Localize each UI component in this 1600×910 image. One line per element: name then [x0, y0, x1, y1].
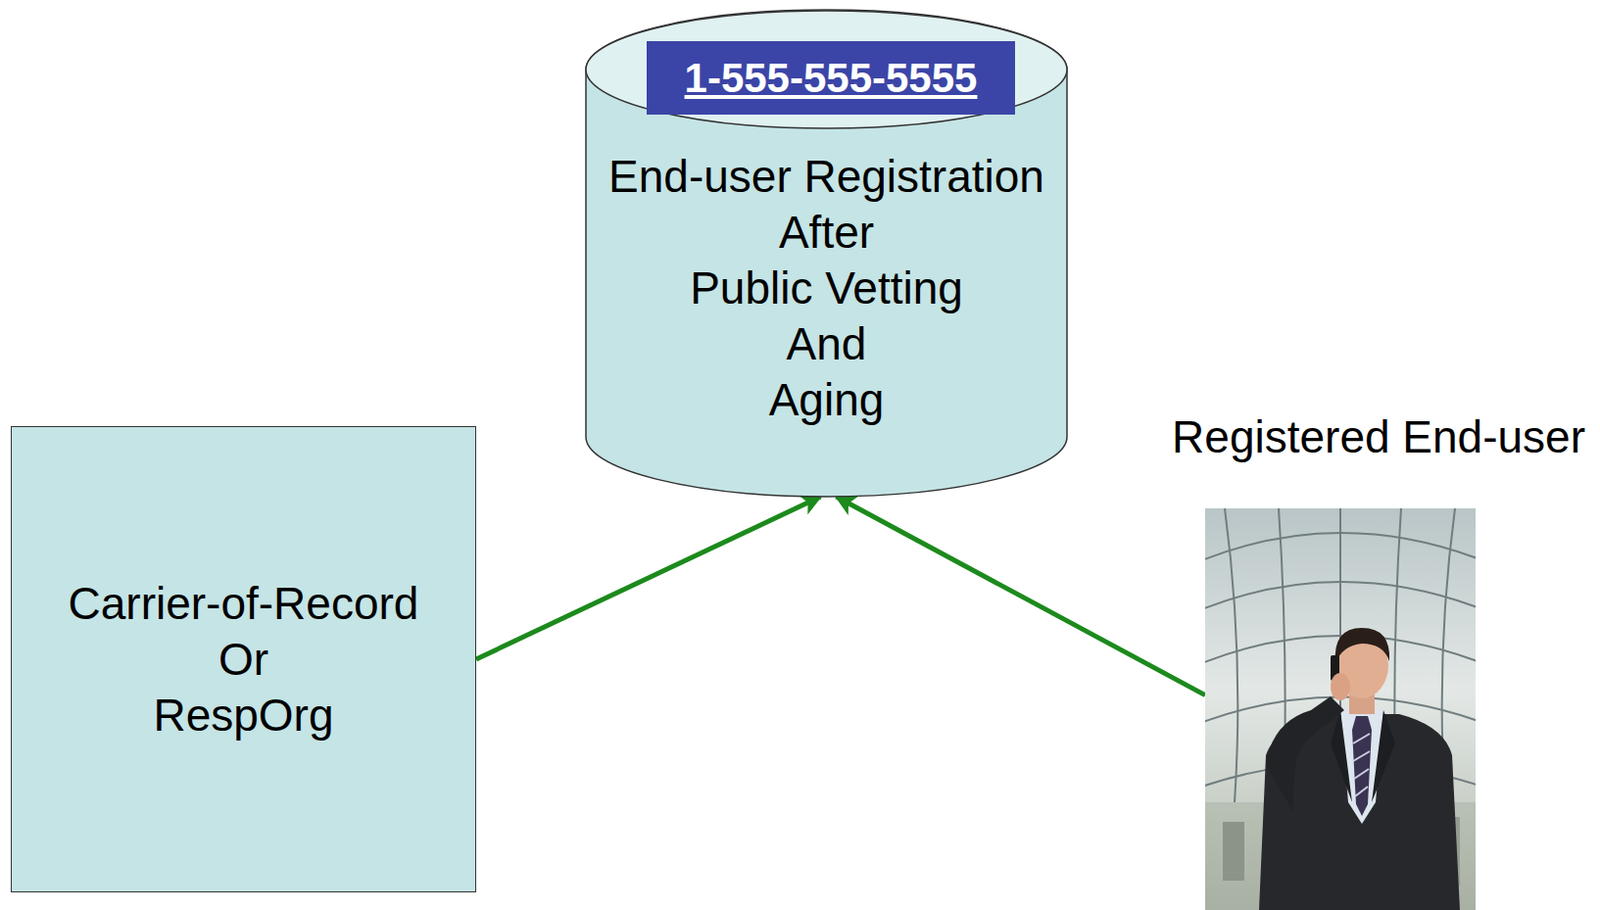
- flow-arrow: [836, 496, 1207, 696]
- background-figure: [1222, 822, 1245, 881]
- text-line: Or: [218, 631, 269, 688]
- number-box: 1-555-555-5555: [646, 41, 1016, 115]
- text-line: Carrier-of-Record: [68, 576, 420, 632]
- text-line: And: [786, 316, 868, 373]
- tie-stripes: [1353, 733, 1370, 797]
- text-line: After: [778, 204, 874, 261]
- text-line: RespOrg: [152, 687, 334, 744]
- process-box: Carrier-of-Record Or RespOrg: [10, 426, 477, 893]
- lapels: [1330, 710, 1396, 803]
- text-line: Aging: [769, 372, 885, 429]
- hair: [1335, 628, 1390, 664]
- number-box-text: 1-555-555-5555: [684, 53, 978, 103]
- hand: [1330, 673, 1351, 701]
- photo-node: Registered End-user: [1205, 508, 1476, 910]
- flow-arrow: [476, 496, 822, 660]
- process-box-text: Carrier-of-Record Or RespOrg: [68, 576, 420, 744]
- database-cylinder-text: End-user Registration After Public Vetti…: [584, 148, 1068, 429]
- end-user-photo-picture: [1205, 508, 1476, 910]
- text-line: Public Vetting: [689, 260, 964, 317]
- raised-arm: [1265, 696, 1345, 813]
- database-cylinder: 1-555-555-5555End-user Registration Afte…: [584, 9, 1068, 498]
- tie: [1352, 716, 1372, 817]
- text-line: End-user Registration: [608, 148, 1045, 205]
- cylinder-body: [585, 9, 1067, 497]
- cylinder-top: [585, 10, 1067, 129]
- photo-node-text: Registered End-user: [1171, 409, 1586, 466]
